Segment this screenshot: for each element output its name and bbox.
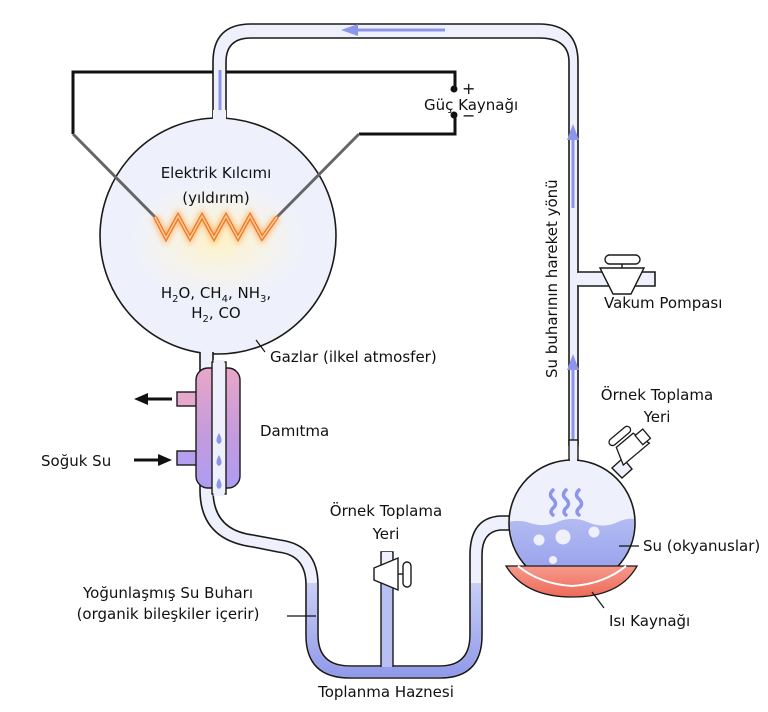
vacuum-pump-label: Vakum Pompası xyxy=(604,294,722,312)
trap-valve-body xyxy=(373,556,399,592)
steam-wave xyxy=(574,488,584,517)
steam-wave xyxy=(561,488,571,517)
formula-text: H xyxy=(161,284,172,302)
condensed-vapor-label: Yoğunlaşmış Su Buharı xyxy=(82,584,253,602)
condenser xyxy=(134,360,241,496)
flask-side-neck xyxy=(610,456,633,479)
droplet-2 xyxy=(216,455,222,466)
spark-label: Elektrik Kılcımı xyxy=(161,164,272,182)
sample-port-mid-label: Örnek Toplama xyxy=(330,501,442,520)
ocean-label: Su (okyanuslar) xyxy=(643,537,760,555)
minus-sign: − xyxy=(462,106,475,125)
sample-port-right-sublabel: Yeri xyxy=(643,408,671,426)
gas-formula-line2: H2, CO xyxy=(191,304,240,325)
formula-text: , NH xyxy=(228,284,260,302)
formula-text: H xyxy=(191,304,202,322)
terminal-negative xyxy=(450,111,458,119)
formula-text: O, CH xyxy=(178,284,221,302)
formula-subscript: 4 xyxy=(222,294,228,305)
cold-water-label: Soğuk Su xyxy=(41,452,111,470)
flask-sample-valve xyxy=(608,425,652,467)
flow-arrow-top-head xyxy=(341,24,358,36)
vapor-direction-label: Su buharının hareket yönü xyxy=(543,179,561,378)
power-source-label: Güç Kaynağı xyxy=(424,96,518,114)
wire-left xyxy=(71,70,457,134)
valve-body xyxy=(598,267,646,295)
formula-text: , xyxy=(266,284,271,302)
steam-wave xyxy=(548,488,558,517)
water-in-arrow xyxy=(158,454,172,466)
sample-port-mid-sublabel: Yeri xyxy=(372,525,400,543)
bubble xyxy=(549,556,557,564)
trap-label: Toplanma Haznesi xyxy=(317,683,454,701)
spark-sublabel: (yıldırım) xyxy=(182,189,250,207)
formula-text: , CO xyxy=(209,304,241,322)
formula-subscript: 2 xyxy=(203,314,209,325)
spark-glow xyxy=(128,180,308,300)
boiling-flask xyxy=(504,425,652,598)
wire-right xyxy=(359,116,457,136)
electrode-left xyxy=(71,132,157,219)
vacuum-pump-valve xyxy=(598,254,646,295)
flow-arrow-up-2-head xyxy=(567,354,579,370)
down-tube xyxy=(199,352,514,679)
trap-valve-handle xyxy=(402,561,412,588)
heat-source-label: Isı Kaynağı xyxy=(609,612,690,630)
valve-handle xyxy=(604,254,641,265)
condensed-vapor-sublabel: (organik bileşkiler içerir) xyxy=(77,605,260,623)
droplet-1 xyxy=(216,433,222,444)
leader-gases xyxy=(255,339,266,353)
gas-formula-line1: H2O, CH4, NH3, xyxy=(161,284,271,305)
trap-sample-valve xyxy=(373,556,412,592)
leader-heat xyxy=(591,591,605,609)
droplet-3 xyxy=(216,478,222,489)
side-arm-joint xyxy=(572,273,580,285)
sample-port-right-label: Örnek Toplama xyxy=(601,385,713,404)
condenser-label: Damıtma xyxy=(260,422,329,440)
power-circuit xyxy=(71,70,458,136)
formula-subscript: 2 xyxy=(172,294,178,305)
gases-label: Gazlar (ilkel atmosfer) xyxy=(270,348,437,366)
trap-water xyxy=(307,583,481,677)
electrode-right xyxy=(275,132,361,219)
spark-chamber xyxy=(71,110,361,355)
formula-subscript: 3 xyxy=(260,294,266,305)
bubble xyxy=(555,529,571,545)
plus-sign: + xyxy=(462,79,475,98)
bubble xyxy=(588,526,600,538)
flow-arrow-up-1-head xyxy=(567,124,579,140)
terminal-positive xyxy=(450,85,458,93)
bubble xyxy=(533,534,545,546)
water-out-arrow xyxy=(134,393,148,405)
heat-source xyxy=(504,565,639,598)
